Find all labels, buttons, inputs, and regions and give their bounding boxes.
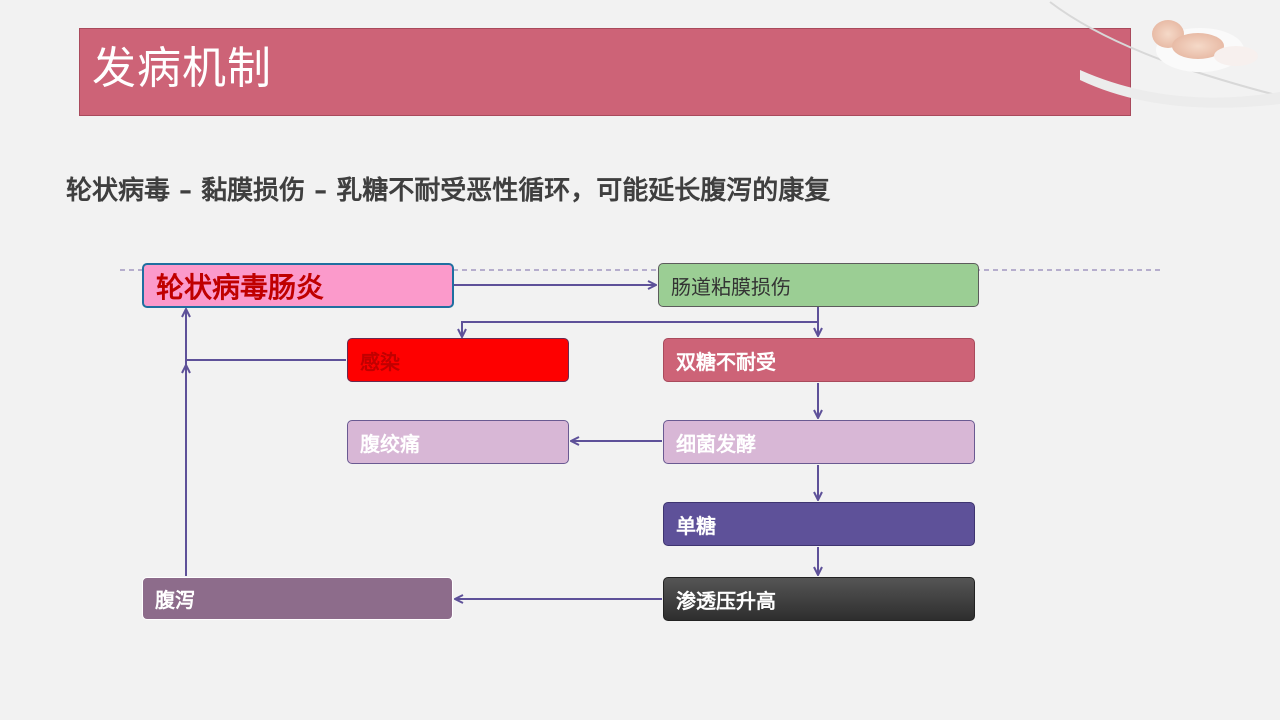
node-label: 细菌发酵 (676, 431, 756, 456)
node-disaccharide-intolerance: 双糖不耐受 (663, 338, 975, 382)
node-monosaccharide: 单糖 (663, 502, 975, 546)
title-bar: 发病机制 (79, 28, 1131, 116)
subtitle: 轮状病毒 – 黏膜损伤 – 乳糖不耐受恶性循环，可能延长腹泻的康复 (66, 176, 831, 206)
node-abdominal-colic: 腹绞痛 (347, 420, 569, 464)
node-osmotic-pressure: 渗透压升高 (663, 577, 975, 621)
baby-feather-decoration (1049, 1, 1280, 108)
page-title: 发病机制 (92, 43, 272, 94)
node-mucosa-injury: 肠道粘膜损伤 (658, 263, 979, 307)
node-bacterial-fermentation: 细菌发酵 (663, 420, 975, 464)
node-diarrhea: 腹泻 (142, 577, 453, 620)
arrow-mucosa-to-infection (462, 307, 819, 336)
node-label: 腹泻 (155, 588, 195, 612)
node-label: 感染 (360, 349, 400, 374)
node-label: 肠道粘膜损伤 (671, 274, 791, 299)
node-label: 轮状病毒肠炎 (156, 270, 325, 304)
node-label: 双糖不耐受 (676, 349, 776, 374)
node-infection: 感染 (347, 338, 569, 382)
node-label: 单糖 (676, 513, 716, 538)
node-label: 渗透压升高 (676, 588, 776, 613)
node-rotavirus-enteritis: 轮状病毒肠炎 (142, 263, 454, 308)
node-label: 腹绞痛 (360, 431, 420, 456)
